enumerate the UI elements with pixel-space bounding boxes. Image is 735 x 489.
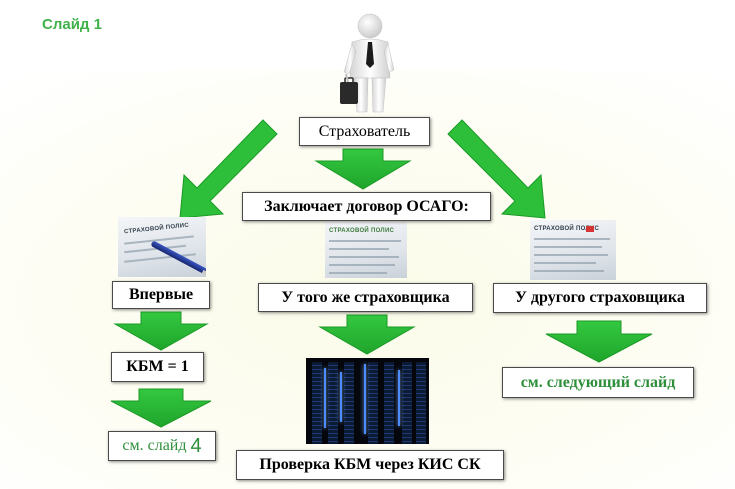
- arrow-down-kbm: [115, 312, 207, 350]
- next-slide-box: см. следующий слайд: [502, 367, 694, 398]
- first-time-box: Впервые: [112, 281, 210, 309]
- see-slide-label: см. слайд: [122, 437, 186, 455]
- insurant-box: Страхователь: [299, 117, 430, 146]
- arrow-down-next-slide: [546, 321, 652, 362]
- policy-document-photo: СТРАХОВОЙ ПОЛИС: [325, 222, 407, 278]
- same-insurer-box: У того же страховщика: [258, 283, 473, 312]
- businessman-figure: [328, 12, 408, 118]
- policy-document-photo-2: СТРАХОВОЙ ПОЛИС: [530, 220, 616, 280]
- arrow-down-check: [320, 315, 414, 354]
- see-slide-box: см. слайд 4: [108, 431, 216, 461]
- arrow-down-contract: [316, 149, 410, 189]
- check-kbm-box: Проверка КБМ через КИС СК: [236, 450, 504, 480]
- contract-box: Заключает договор ОСАГО:: [242, 192, 491, 221]
- document-with-pen-photo: СТРАХОВОЙ ПОЛИС: [118, 217, 206, 277]
- arrow-down-see-slide: [111, 389, 211, 427]
- server-room-photo: [306, 358, 429, 444]
- other-insurer-box: У другого страховщика: [493, 283, 707, 313]
- kbm-box: КБМ = 1: [111, 352, 204, 382]
- see-slide-number: 4: [191, 435, 202, 458]
